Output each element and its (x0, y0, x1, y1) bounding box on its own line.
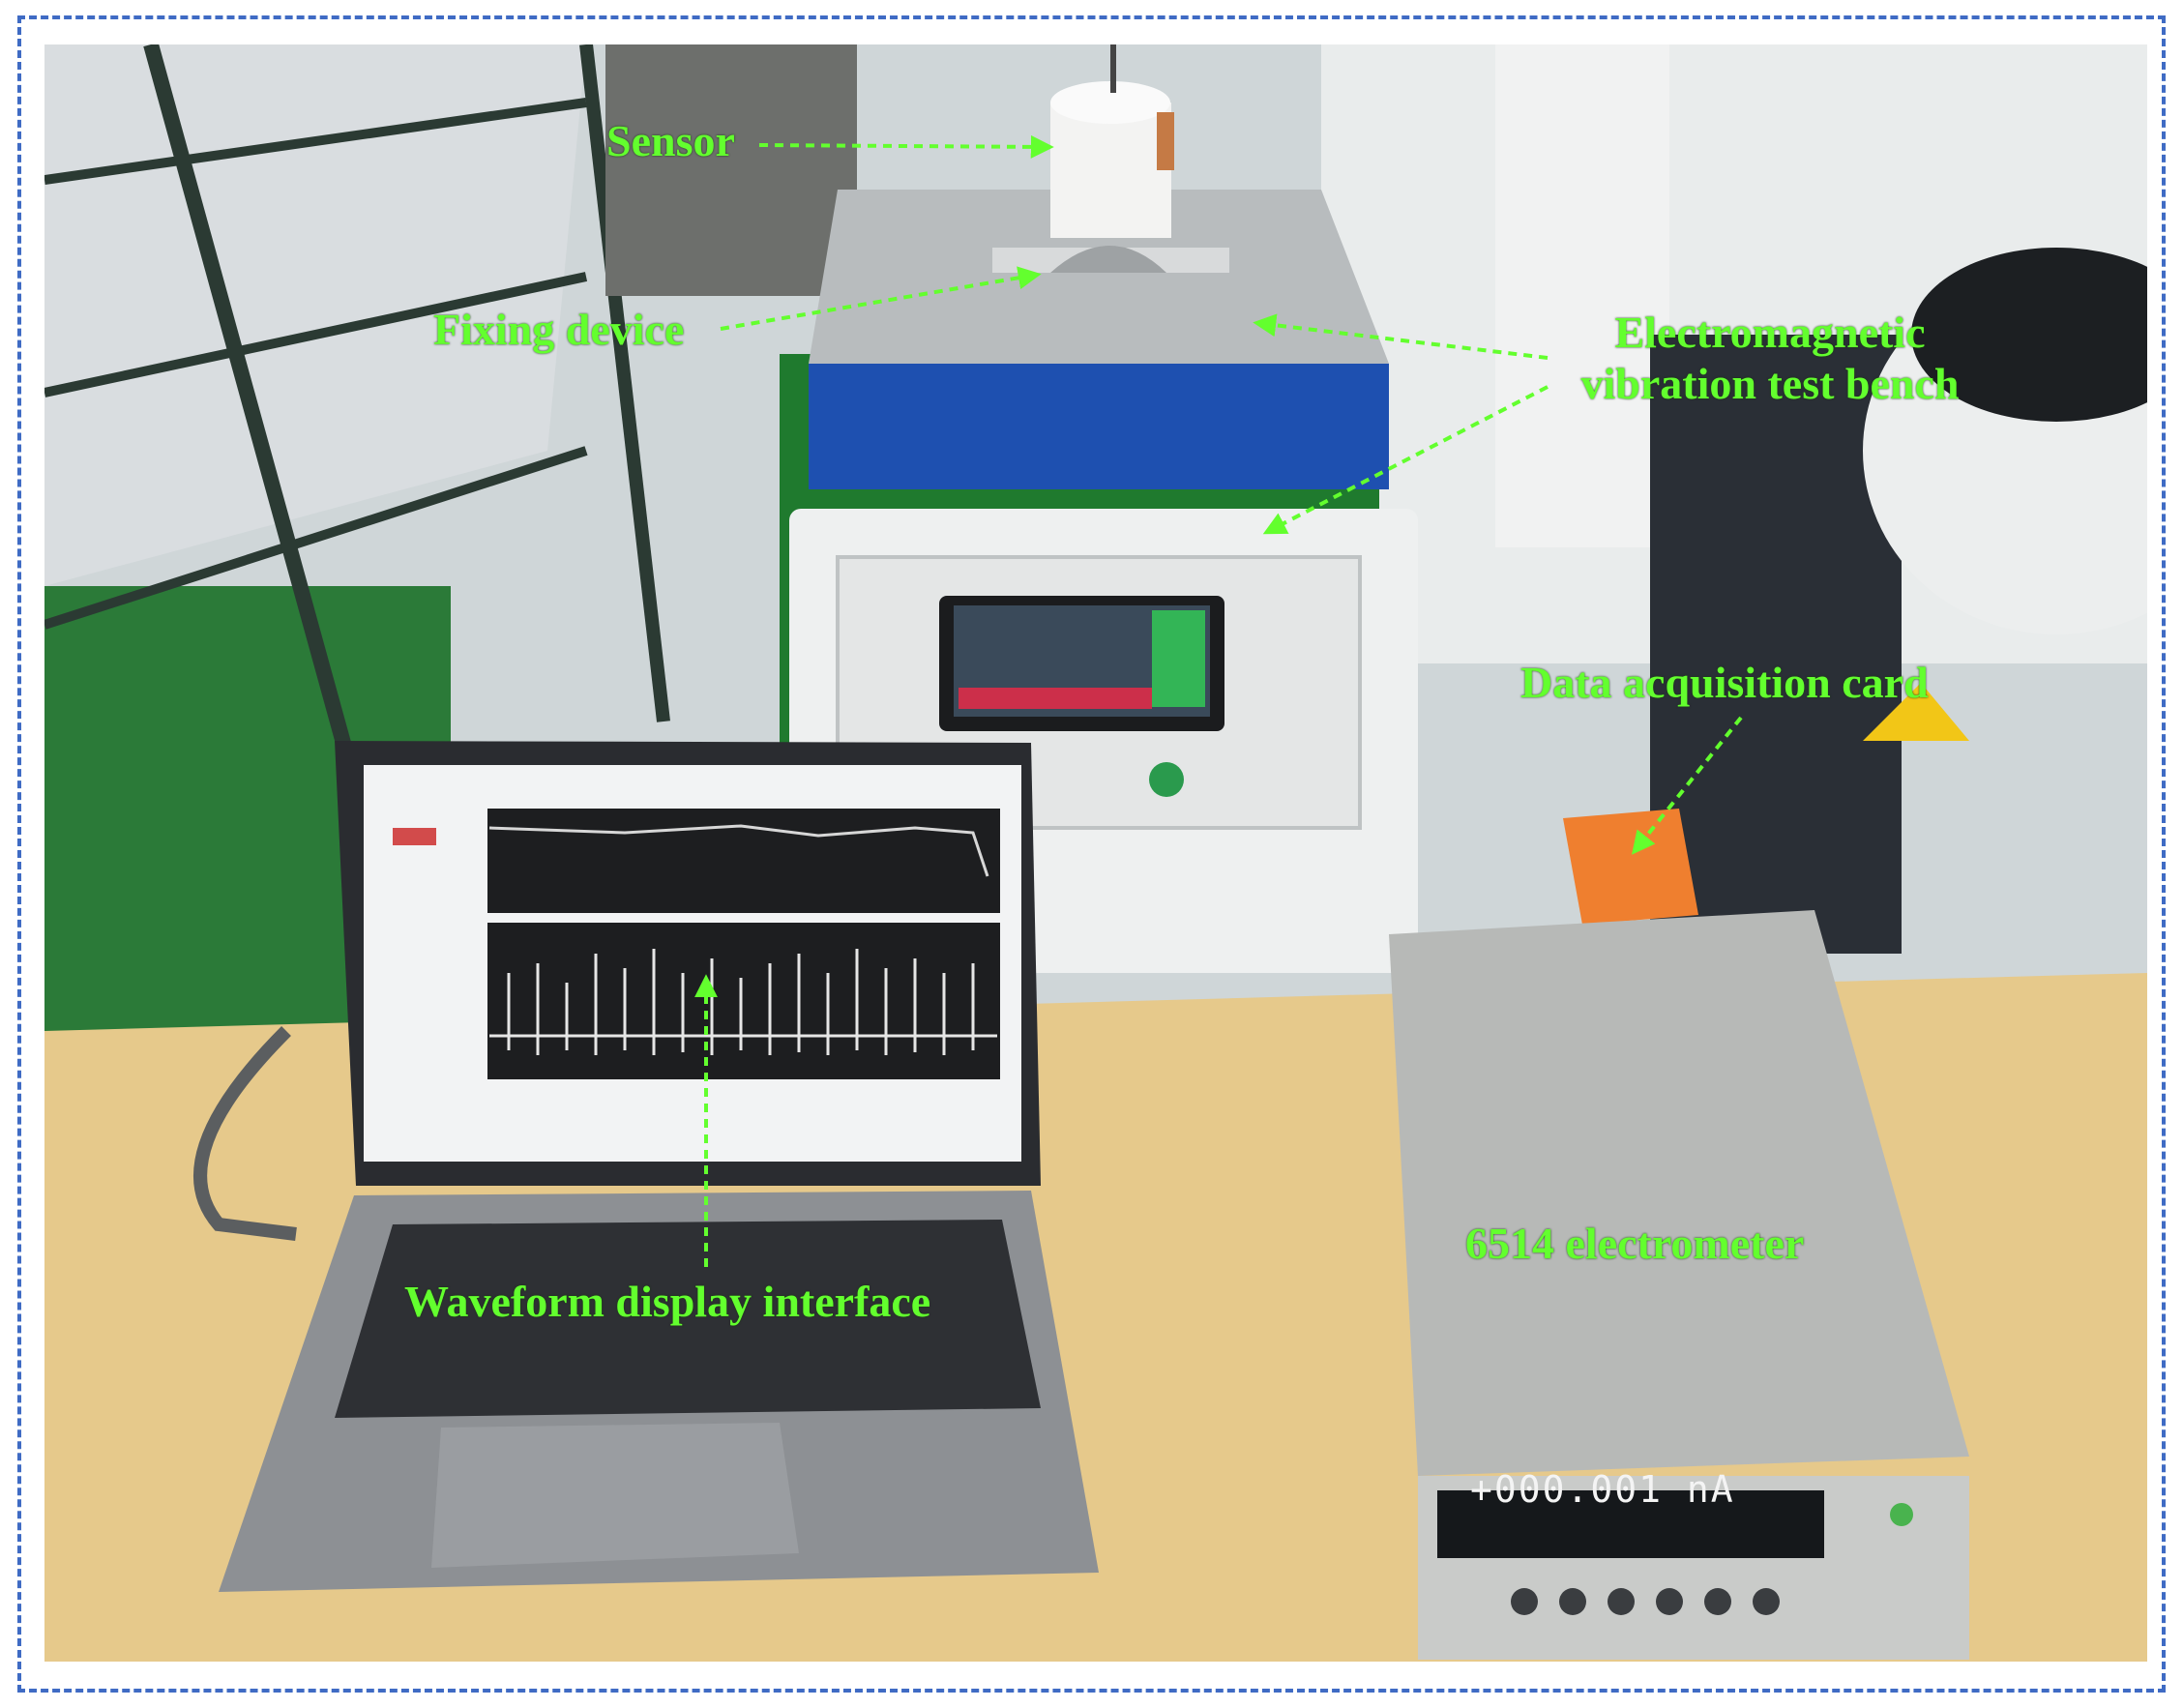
photo-illustration (44, 44, 2147, 1662)
dashed-frame (17, 15, 2166, 1693)
sensor-label: Sensor (606, 116, 735, 165)
fixing-device-label: Fixing device (433, 305, 685, 354)
electrometer-readout: +000.001 nA (1470, 1468, 1735, 1511)
electrometer-label: 6514 electrometer (1465, 1219, 1805, 1268)
test-bench-label-line1: Electromagnetic (1614, 308, 1926, 357)
waveform-label: Waveform display interface (404, 1277, 931, 1326)
data-card-label: Data acquisition card (1520, 658, 1929, 707)
test-bench-label: Electromagnetic vibration test bench (1557, 308, 1983, 410)
lab-photo (44, 44, 2147, 1662)
test-bench-label-line2: vibration test bench (1580, 358, 1960, 408)
